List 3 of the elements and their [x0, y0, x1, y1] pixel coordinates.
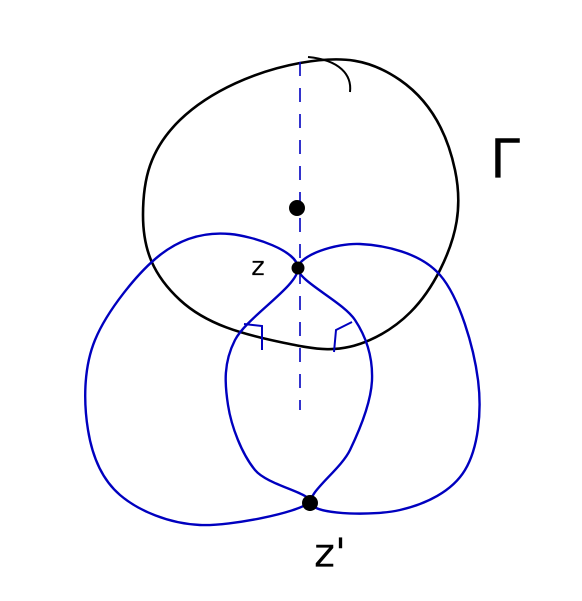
curve-label: Γ: [495, 138, 520, 178]
point-label: z: [252, 260, 264, 276]
point-label: z': [316, 537, 342, 567]
